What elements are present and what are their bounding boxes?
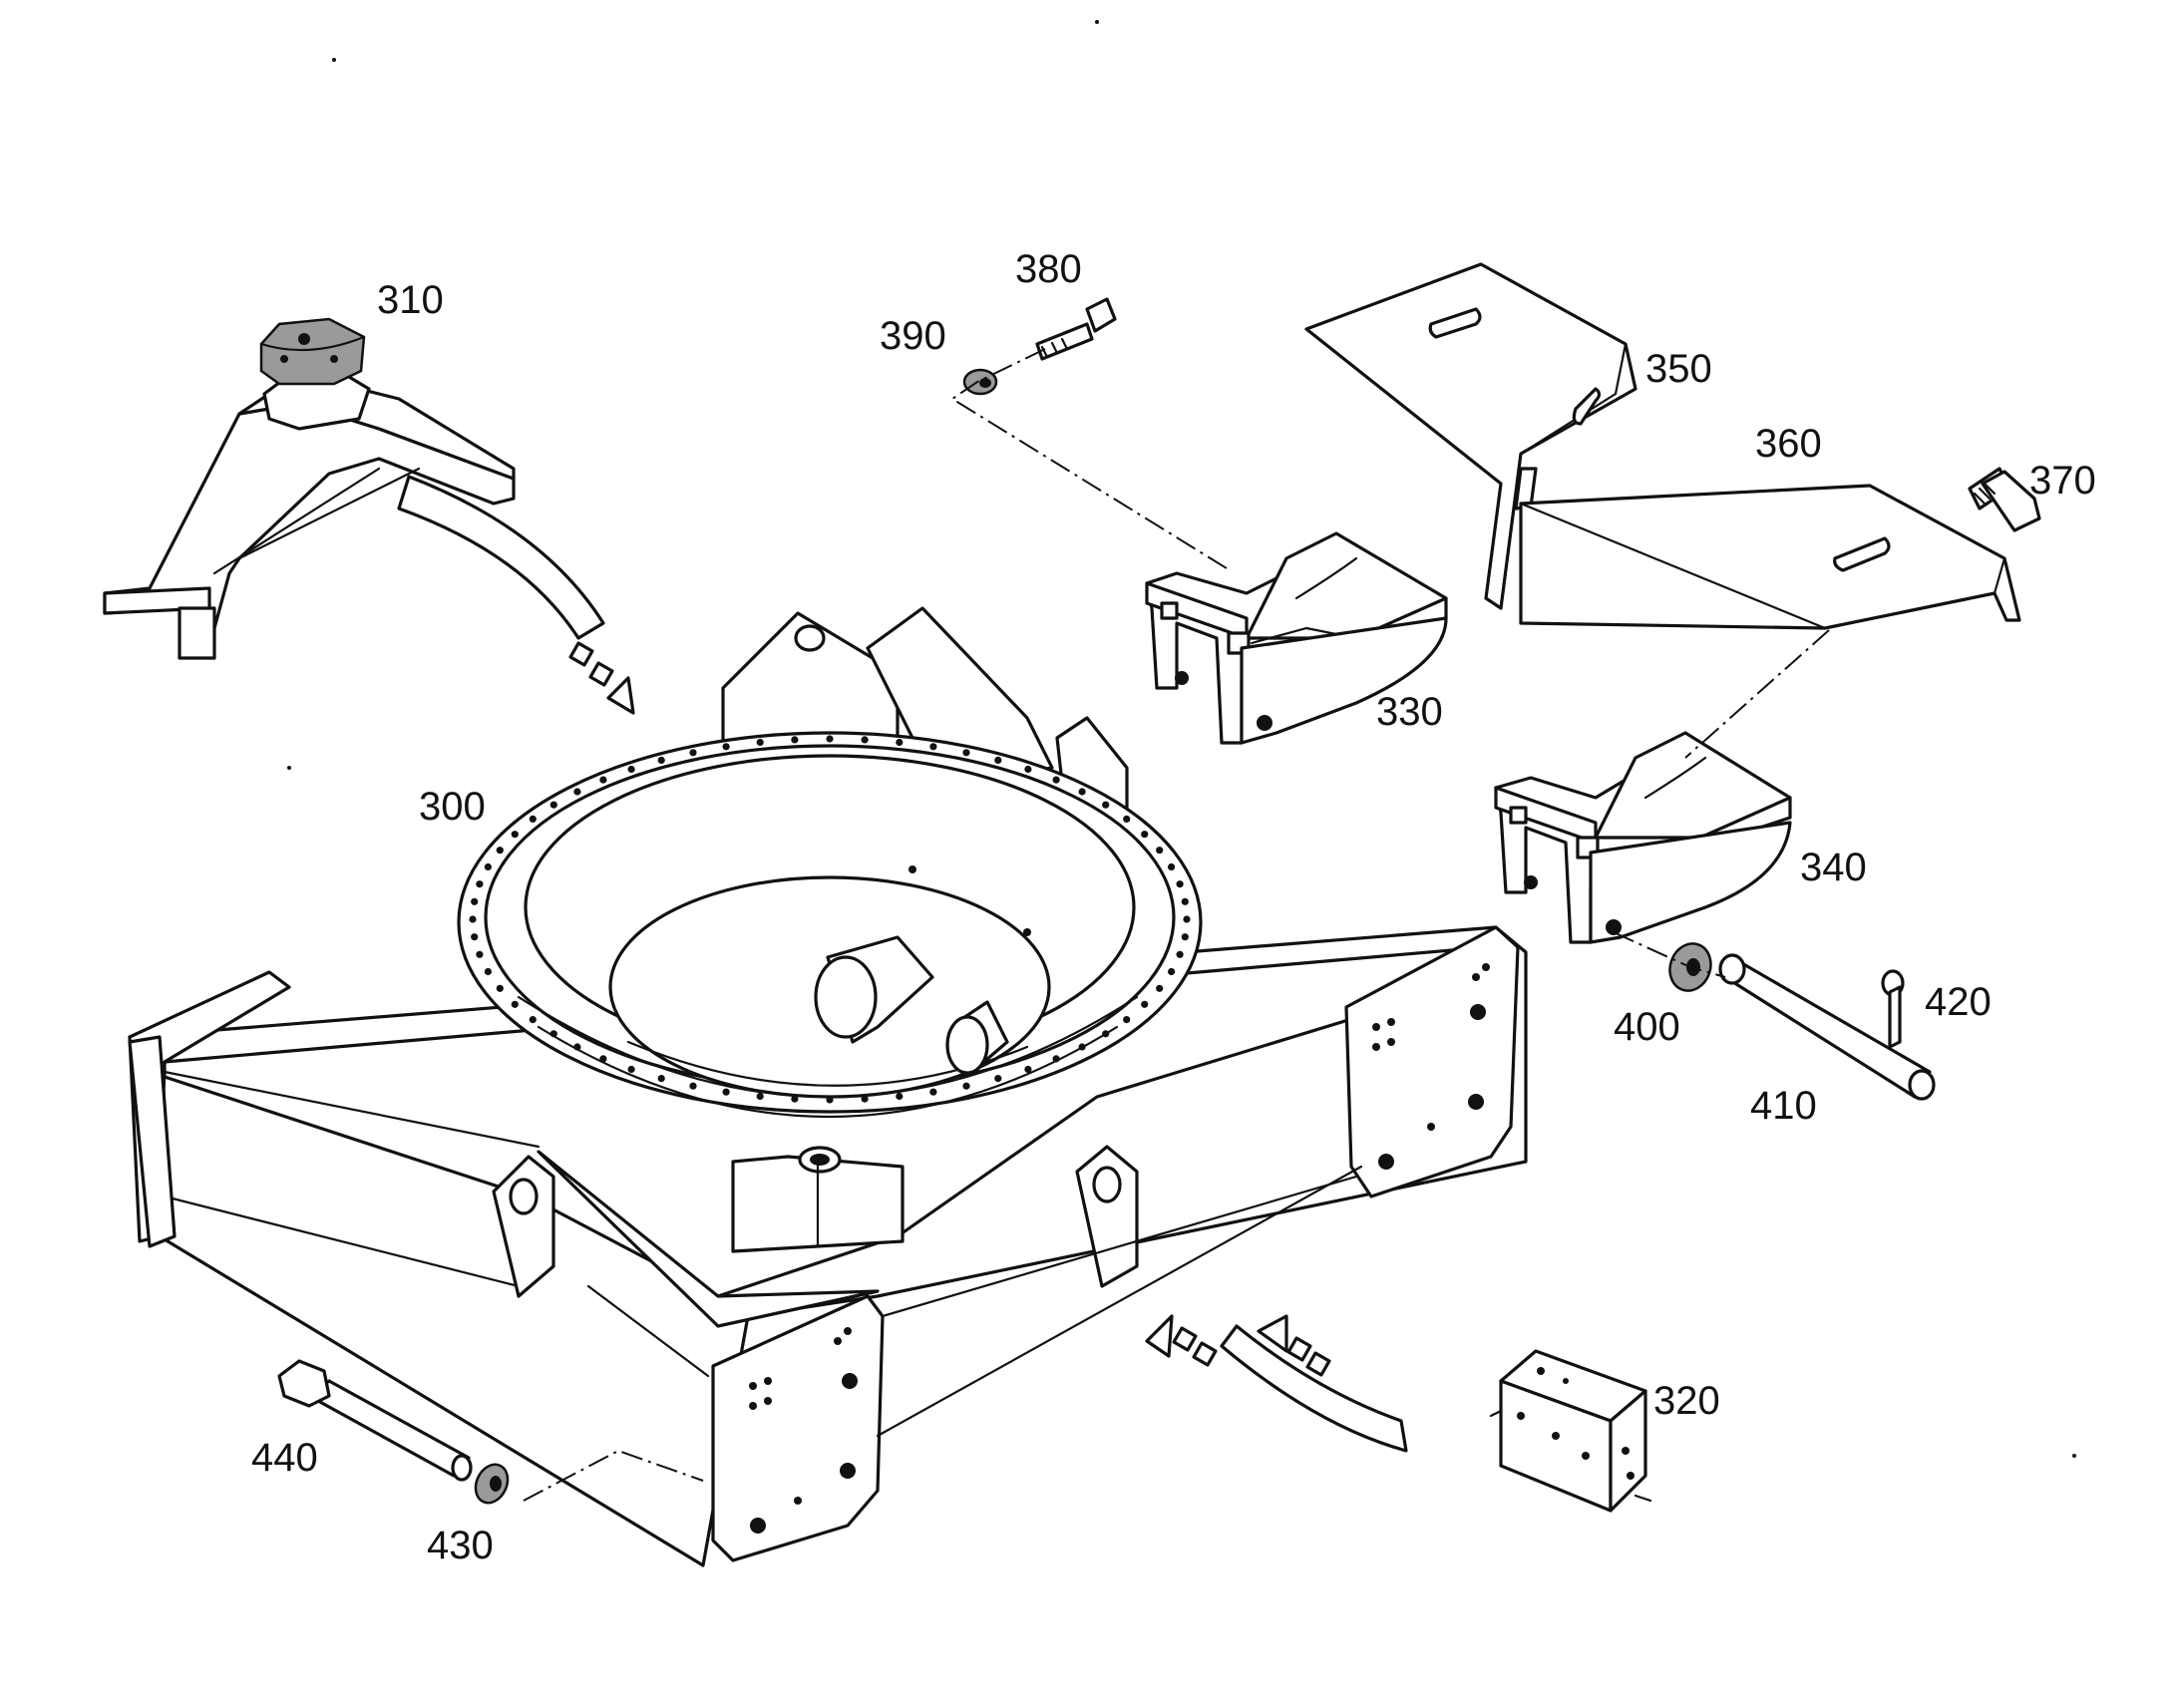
- ring-bolt-hole: [929, 1088, 937, 1096]
- assembly-lines: [523, 348, 1830, 1502]
- main-frame-300: [128, 606, 1528, 1567]
- ring-bolt-hole: [476, 880, 484, 888]
- ring-bolt-hole: [1052, 1055, 1060, 1063]
- ring-bolt-hole: [826, 735, 834, 743]
- ring-bolt-hole: [1176, 880, 1184, 888]
- ring-bolt-hole: [1024, 1065, 1032, 1074]
- ring-bolt-hole: [1102, 801, 1110, 809]
- ring-bolt-hole: [756, 738, 764, 747]
- label-330: 330: [1376, 690, 1443, 734]
- ring-bolt-hole: [476, 950, 484, 958]
- label-360: 360: [1755, 422, 1822, 466]
- ring-bolt-hole: [826, 1096, 834, 1104]
- ring-bolt-hole: [689, 749, 697, 757]
- ring-bolt-hole: [1102, 1030, 1110, 1038]
- ring-bolt-hole: [1123, 1016, 1131, 1024]
- label-430: 430: [427, 1524, 494, 1567]
- label-400: 400: [1614, 1005, 1680, 1049]
- ring-bolt-hole: [896, 738, 904, 747]
- ring-bolt-hole: [791, 1095, 799, 1103]
- ring-bolt-hole: [484, 862, 492, 871]
- bolt-440: [277, 1359, 473, 1482]
- pin-410: [1718, 953, 1936, 1101]
- bracket-310: [103, 317, 516, 660]
- ring-bolt-hole: [1078, 788, 1086, 796]
- label-380: 380: [1015, 247, 1082, 291]
- bolt-370: [1968, 467, 2041, 532]
- ring-bolt-hole: [689, 1082, 697, 1090]
- ring-bolt-hole: [469, 915, 477, 923]
- label-310: 310: [377, 278, 444, 322]
- ring-bolt-hole: [496, 847, 504, 854]
- ring-bolt-hole: [496, 984, 504, 992]
- bracket-330: [1145, 531, 1448, 745]
- ring-bolt-hole: [1123, 815, 1131, 824]
- ring-bolt-hole: [1176, 950, 1184, 958]
- ring-bolt-hole: [1181, 897, 1189, 905]
- ring-bolt-hole: [1168, 967, 1176, 976]
- label-440: 440: [251, 1436, 318, 1480]
- ring-bolt-hole: [627, 765, 635, 774]
- part-labels: 300 310 320 330 340 350 360 370 380 390 …: [251, 247, 2096, 1567]
- ring-bolt-hole: [962, 1082, 970, 1090]
- ring-bolt-hole: [599, 1055, 607, 1063]
- ring-bolt-hole: [1181, 933, 1189, 941]
- ring-bolt-hole: [549, 1030, 557, 1038]
- ring-bolt-hole: [1024, 765, 1032, 774]
- bolt-380: [1035, 297, 1117, 361]
- ring-bolt-hole: [549, 801, 557, 809]
- ring-bolt-hole: [511, 831, 519, 839]
- label-320: 320: [1653, 1379, 1720, 1423]
- bracket-340: [1494, 731, 1792, 944]
- block-320: [1489, 1349, 1652, 1513]
- ring-bolt-hole: [1141, 831, 1149, 839]
- ring-bolt-hole: [756, 1092, 764, 1101]
- ring-bolt-hole: [529, 815, 537, 824]
- washer-430: [474, 1463, 510, 1505]
- ring-bolt-hole: [657, 1075, 665, 1083]
- label-370: 370: [2029, 459, 2096, 503]
- ring-bolt-hole: [929, 743, 937, 751]
- cover-350: [1304, 262, 1637, 610]
- ring-bolt-hole: [471, 933, 479, 941]
- ring-bolt-hole: [896, 1092, 904, 1101]
- washer-390: [962, 368, 998, 396]
- ring-bolt-hole: [573, 1043, 581, 1051]
- ring-bolt-hole: [861, 736, 869, 744]
- ring-bolt-hole: [511, 1000, 519, 1008]
- arrow-icon: [397, 475, 635, 715]
- ring-bolt-hole: [1183, 915, 1191, 923]
- ring-bolt-hole: [791, 736, 799, 744]
- label-350: 350: [1645, 347, 1712, 391]
- ring-bolt-hole: [1168, 862, 1176, 871]
- label-300: 300: [419, 785, 486, 829]
- ring-bolt-hole: [962, 749, 970, 757]
- ring-bolt-hole: [484, 967, 492, 976]
- label-420: 420: [1925, 980, 1992, 1024]
- ring-bolt-hole: [599, 776, 607, 784]
- ring-bolt-hole: [1156, 984, 1164, 992]
- ring-bolt-hole: [994, 1075, 1002, 1083]
- label-340: 340: [1800, 846, 1867, 889]
- ring-bolt-hole: [529, 1016, 537, 1024]
- ring-bolt-hole: [657, 756, 665, 765]
- ring-bolt-hole: [722, 743, 730, 751]
- ring-bolt-hole: [1052, 776, 1060, 784]
- split-pin-420: [1881, 969, 1905, 1049]
- ring-bolt-hole: [627, 1065, 635, 1074]
- ring-bolt-hole: [1156, 847, 1164, 854]
- ring-bolt-hole: [722, 1088, 730, 1096]
- ring-bolt-hole: [1078, 1043, 1086, 1051]
- ring-bolt-hole: [573, 788, 581, 796]
- ring-bolt-hole: [471, 897, 479, 905]
- ring-bolt-hole: [1141, 1000, 1149, 1008]
- cover-360: [1519, 484, 2021, 630]
- ring-bolt-hole: [861, 1095, 869, 1103]
- label-390: 390: [880, 314, 946, 358]
- arrow-icon: [1145, 1314, 1408, 1453]
- label-410: 410: [1750, 1084, 1817, 1128]
- ring-bolt-hole: [994, 756, 1002, 765]
